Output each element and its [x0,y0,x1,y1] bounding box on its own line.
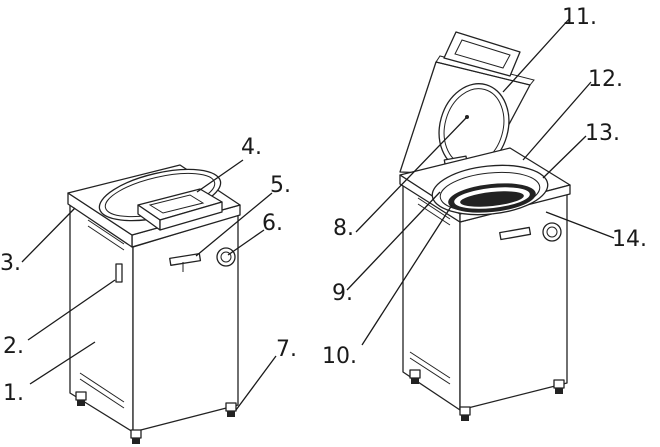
leader-lines [21,17,615,411]
label-13: 13. [585,121,620,146]
leader-3 [21,207,76,263]
open-sterilizer [399,31,571,421]
leader-7 [235,355,277,411]
pressure-gauge [216,247,236,267]
side-indicator [115,263,123,283]
label-9: 9. [332,281,353,306]
leader-14 [545,211,615,239]
closed-sterilizer [67,164,241,444]
label-14: 14. [612,227,647,252]
label-3: 3. [0,251,21,276]
label-7: 7. [276,337,297,362]
front-handle-open [499,226,532,241]
leader-9 [346,191,441,291]
label-2: 2. [3,334,24,359]
leader-13 [542,135,587,179]
leader-6 [227,229,265,256]
casters [75,391,237,444]
cabinet-front-face [132,214,239,433]
leader-4 [196,159,244,193]
chamber [431,164,549,216]
leader-10 [361,204,453,346]
leader-8 [355,117,467,233]
leader-2 [27,279,116,341]
reference-labels: 1. 2. 3. 4. 5. 6. 7. 8. 9. 10. 11. 12. 1… [0,5,647,406]
front-handle [169,253,202,272]
lid-handle [443,31,521,77]
control-panel [137,188,223,231]
leader-1 [29,341,96,385]
label-11: 11. [562,5,597,30]
label-5: 5. [270,173,291,198]
label-6: 6. [262,211,283,236]
leader-12 [522,81,592,161]
pressure-gauge-open [542,222,562,242]
label-1: 1. [3,381,24,406]
label-4: 4. [241,135,262,160]
label-10: 10. [322,344,357,369]
label-8: 8. [333,216,354,241]
leader-5 [195,192,273,257]
label-12: 12. [588,67,623,92]
casters-open [409,369,565,421]
leader-11 [502,17,571,93]
